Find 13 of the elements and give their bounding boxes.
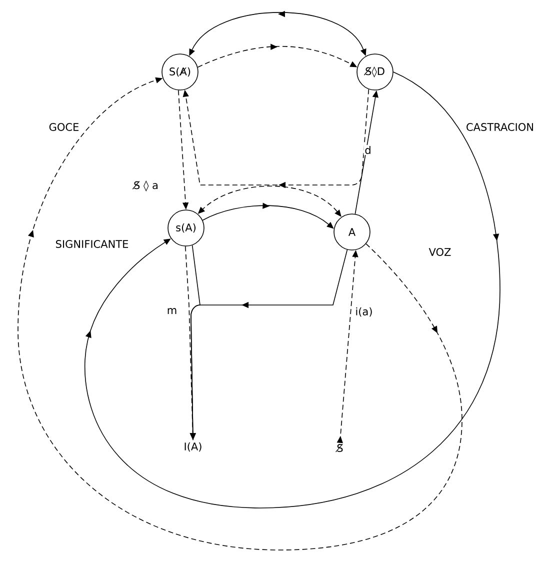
path-label: GOCE xyxy=(49,123,78,131)
path-label: CASTRACION xyxy=(466,123,533,131)
edge-label: S̸ ◊ a xyxy=(132,180,160,192)
path-label: m xyxy=(168,308,176,314)
arrow xyxy=(18,77,462,550)
path-label: SIGNIFICANTE xyxy=(56,240,128,248)
path-label: VOZ xyxy=(428,248,451,256)
node-label: S̸ xyxy=(336,444,343,452)
arrow xyxy=(84,72,500,508)
path-label: i(a) xyxy=(356,307,372,317)
node-label: I(A) xyxy=(184,442,202,452)
arrow xyxy=(182,88,370,188)
edge-label: d xyxy=(364,144,372,156)
